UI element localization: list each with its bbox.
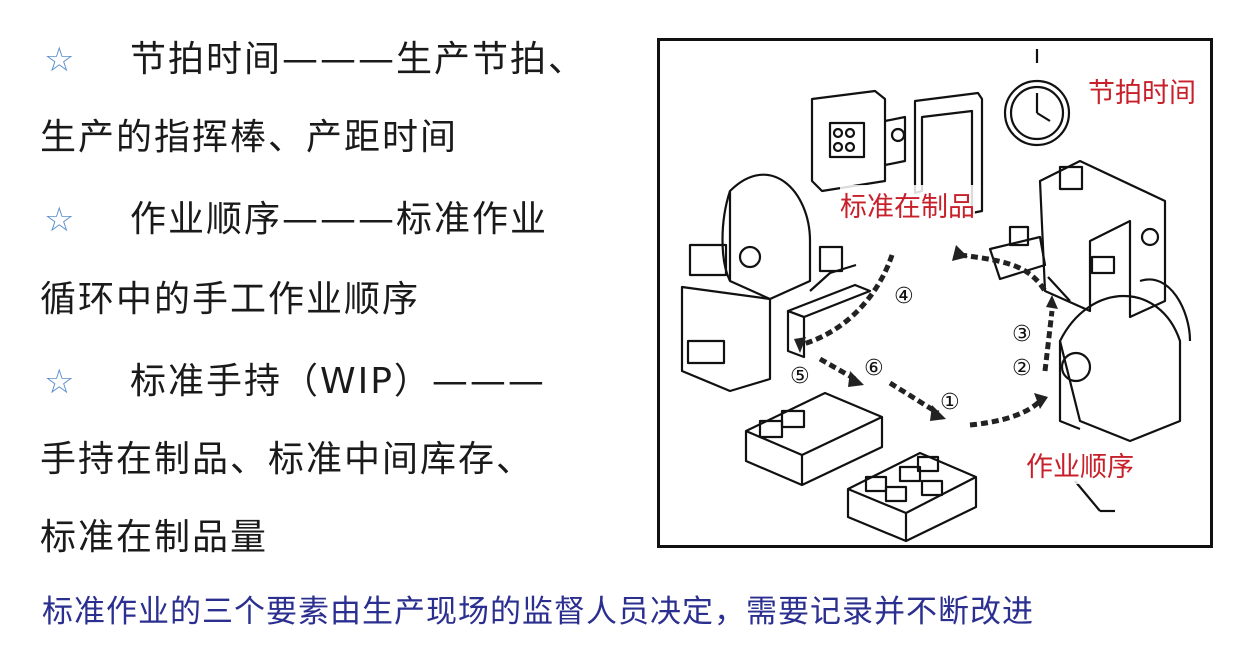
step-4: ④ (894, 284, 914, 309)
item-text: 节拍时间———生产节拍、 (130, 39, 586, 80)
arrow-4-top (960, 255, 1045, 291)
step-5: ⑤ (790, 364, 810, 389)
item-text: 标准在制品量 (40, 517, 268, 558)
item-takt-time-cont: 生产的指挥棒、产距时间 (40, 108, 458, 160)
item-work-sequence: ☆ 作业顺序———标准作业 (40, 190, 548, 242)
star-icon: ☆ (44, 40, 92, 80)
standard-work-figure: ① ② ③ ④ ⑤ ⑥ 节拍时间 标准在制品 作业顺序 (657, 38, 1213, 548)
step-3: ③ (1012, 322, 1032, 347)
item-text: 生产的指挥棒、产距时间 (40, 117, 458, 158)
footer-note: 标准作业的三个要素由生产现场的监督人员决定，需要记录并不断改进 (42, 586, 1034, 631)
step-1: ① (940, 390, 960, 415)
machine-right-back (990, 161, 1165, 317)
item-text: 循环中的手工作业顺序 (40, 279, 420, 320)
item-text: 标准手持（WIP）——— (130, 361, 546, 402)
item-standard-wip-cont2: 标准在制品量 (40, 508, 268, 560)
item-standard-wip: ☆ 标准手持（WIP）——— (40, 352, 546, 404)
item-work-sequence-cont: 循环中的手工作业顺序 (40, 270, 420, 322)
star-icon: ☆ (44, 362, 92, 402)
item-text: 作业顺序———标准作业 (130, 199, 548, 240)
clock-icon (1005, 49, 1069, 145)
star-icon: ☆ (44, 200, 92, 240)
label-work-sequence: 作业顺序 (1026, 445, 1134, 484)
arrow-2-3 (1045, 311, 1052, 371)
arrow-1-2 (970, 401, 1040, 425)
machine-back-left (812, 91, 905, 191)
item-takt-time: ☆ 节拍时间———生产节拍、 (40, 30, 586, 82)
label-takt-time: 节拍时间 (1088, 71, 1196, 110)
item-text: 手持在制品、标准中间库存、 (40, 439, 534, 480)
machine-left (682, 175, 810, 391)
wip-box-left (746, 393, 882, 485)
item-standard-wip-cont: 手持在制品、标准中间库存、 (40, 430, 534, 482)
step-6: ⑥ (864, 356, 884, 381)
step-2: ② (1012, 356, 1032, 381)
arrow-6-1 (890, 383, 938, 413)
wip-box-right (848, 453, 976, 541)
label-standard-wip: 标准在制品 (840, 185, 975, 224)
